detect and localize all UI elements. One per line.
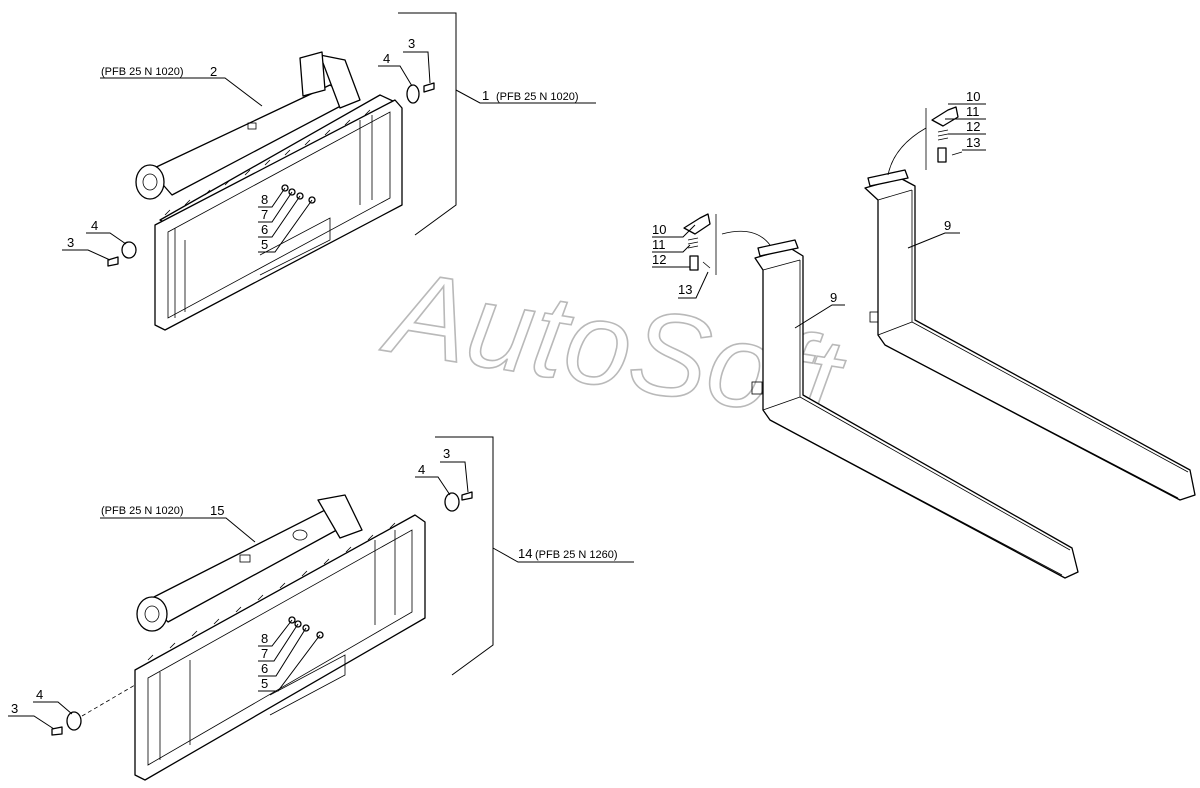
washer-bolt-bottom-left bbox=[51, 684, 136, 736]
leader-7a bbox=[258, 191, 293, 223]
fork-lock-kit-right bbox=[887, 106, 963, 176]
leader-4b-left bbox=[33, 701, 73, 715]
leader-8a bbox=[258, 187, 286, 208]
leader-3b-left bbox=[8, 715, 55, 730]
label-2: 2 bbox=[210, 64, 217, 79]
leader-3-left bbox=[62, 249, 111, 261]
fork-front bbox=[751, 239, 1079, 579]
label-1: 1 bbox=[482, 88, 489, 103]
carriage-assembly-bottom bbox=[134, 494, 426, 781]
ref-14: (PFB 25 N 1260) bbox=[535, 549, 618, 561]
label-8a: 8 bbox=[261, 192, 268, 207]
label-3-left: 3 bbox=[67, 235, 74, 250]
leader-9-back bbox=[907, 232, 960, 249]
label-3b-top: 3 bbox=[443, 446, 450, 461]
label-4b-top: 4 bbox=[418, 462, 425, 477]
label-12a: 12 bbox=[652, 252, 666, 267]
fork-lock-kit-left bbox=[683, 213, 771, 275]
leader-14 bbox=[492, 547, 634, 563]
label-9-front: 9 bbox=[830, 290, 837, 305]
leader-8b bbox=[258, 619, 293, 647]
label-12b: 12 bbox=[966, 119, 980, 134]
leader-1 bbox=[455, 89, 596, 104]
label-11a: 11 bbox=[652, 237, 666, 252]
leader-2 bbox=[100, 77, 263, 107]
label-5b: 5 bbox=[261, 676, 268, 691]
label-3-top: 3 bbox=[408, 36, 415, 51]
leader-11a bbox=[652, 244, 691, 253]
leader-13a bbox=[678, 271, 709, 299]
label-6b: 6 bbox=[261, 661, 268, 676]
leader-5a bbox=[258, 199, 313, 253]
bracket-line-14 bbox=[435, 436, 494, 676]
leader-3b-top bbox=[440, 461, 469, 493]
bracket-line-1 bbox=[398, 12, 457, 236]
leader-6a bbox=[258, 195, 301, 238]
leader-4b-top bbox=[415, 476, 451, 496]
leader-15 bbox=[100, 517, 256, 543]
label-8b: 8 bbox=[261, 631, 268, 646]
label-4-left: 4 bbox=[91, 218, 98, 233]
label-13a: 13 bbox=[678, 282, 692, 297]
carriage-assembly-top bbox=[135, 51, 403, 331]
leader-3-top bbox=[403, 51, 431, 84]
ref-15: (PFB 25 N 1020) bbox=[101, 505, 184, 517]
label-5a: 5 bbox=[261, 237, 268, 252]
leader-4-left bbox=[86, 232, 127, 245]
label-10b: 10 bbox=[966, 89, 980, 104]
leader-9-front bbox=[794, 304, 845, 329]
label-10a: 10 bbox=[652, 222, 666, 237]
label-9-back: 9 bbox=[944, 218, 951, 233]
leader-10a bbox=[652, 224, 696, 238]
label-15: 15 bbox=[210, 503, 224, 518]
ref-1: (PFB 25 N 1020) bbox=[496, 91, 579, 103]
leader-5b bbox=[258, 634, 321, 692]
washer-bolt-top-right bbox=[406, 82, 435, 104]
leader-4-top bbox=[378, 65, 413, 87]
ref-2: (PFB 25 N 1020) bbox=[101, 66, 184, 78]
fork-back bbox=[864, 169, 1196, 501]
label-11b: 11 bbox=[966, 104, 980, 119]
label-4b-left: 4 bbox=[36, 687, 43, 702]
washer-bolt-bottom-right bbox=[444, 491, 473, 512]
label-7a: 7 bbox=[261, 207, 268, 222]
label-13b: 13 bbox=[966, 135, 980, 150]
leader-6b bbox=[258, 627, 307, 677]
label-4-top: 4 bbox=[383, 51, 390, 66]
washer-bolt-left bbox=[107, 241, 137, 267]
label-6a: 6 bbox=[261, 222, 268, 237]
label-3b-left: 3 bbox=[11, 701, 18, 716]
label-14: 14 bbox=[518, 546, 532, 561]
label-7b: 7 bbox=[261, 646, 268, 661]
leader-7b bbox=[258, 623, 299, 662]
